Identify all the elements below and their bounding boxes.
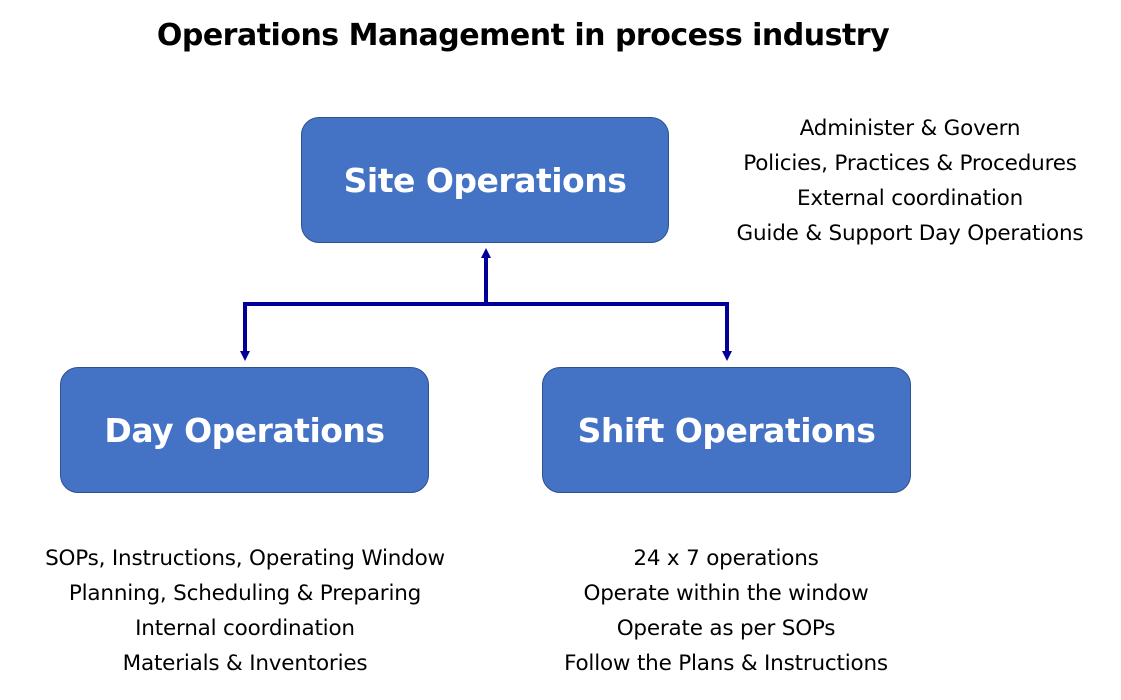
shift-operations-box: Shift Operations [542, 367, 911, 493]
note-line: SOPs, Instructions, Operating Window [45, 546, 445, 571]
site-operations-box: Site Operations [301, 117, 669, 243]
site-operations-notes: Administer & Govern Policies, Practices … [710, 111, 1110, 251]
note-line: Guide & Support Day Operations [736, 221, 1084, 246]
note-line: Administer & Govern [799, 116, 1021, 141]
note-line: Internal coordination [135, 616, 355, 641]
note-line: Materials & Inventories [122, 651, 368, 676]
note-line: Operate as per SOPs [616, 616, 836, 641]
shift-operations-label: Shift Operations [577, 410, 876, 450]
day-operations-notes: SOPs, Instructions, Operating Window Pla… [10, 541, 480, 681]
note-line: Policies, Practices & Procedures [743, 151, 1077, 176]
day-operations-label: Day Operations [104, 410, 385, 450]
note-line: Follow the Plans & Instructions [564, 651, 888, 676]
note-line: 24 x 7 operations [633, 546, 819, 571]
day-operations-box: Day Operations [60, 367, 429, 493]
note-line: Planning, Scheduling & Preparing [68, 581, 422, 606]
shift-operations-notes: 24 x 7 operations Operate within the win… [500, 541, 952, 681]
note-line: Operate within the window [583, 581, 869, 606]
diagram-title: Operations Management in process industr… [156, 18, 890, 53]
site-operations-label: Site Operations [343, 160, 627, 200]
note-line: External coordination [796, 186, 1024, 211]
